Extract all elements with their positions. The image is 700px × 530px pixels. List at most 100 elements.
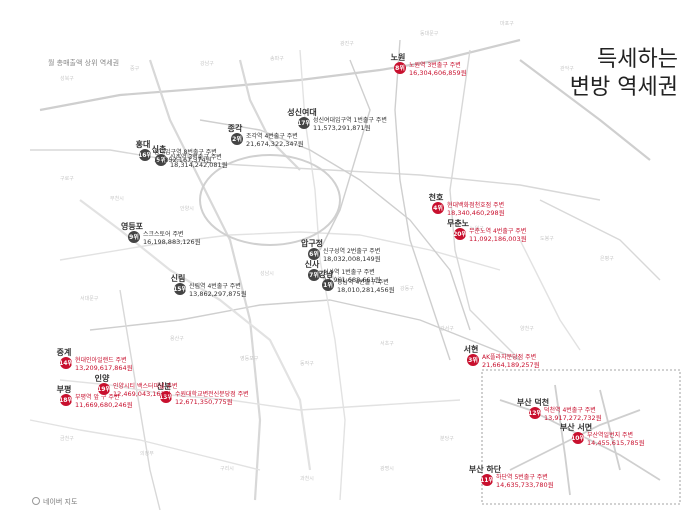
title-line-1: 득세하는: [597, 47, 678, 72]
rank-badge: [174, 283, 186, 295]
map-credit: 네이버 지도: [32, 497, 77, 507]
map-place-label: 하남시: [330, 275, 344, 282]
rank-badge: [155, 154, 167, 166]
station-value: 12,469,043,161원: [113, 389, 171, 398]
rank-badge: [60, 394, 72, 406]
title-box: 득세하는 변방 역세권: [570, 46, 678, 102]
subway-line: [519, 59, 651, 161]
station-value: 11,669,680,246원: [75, 400, 133, 409]
station-value: 12,852,167,374원: [154, 155, 212, 164]
rank-label: 3위: [468, 356, 478, 364]
rank-label: 13위: [159, 393, 173, 401]
map-place-label: 강남구: [200, 60, 214, 67]
station-name: 부산 하단: [469, 464, 502, 474]
map-place-label: 서초구: [380, 340, 394, 347]
subway-line: [119, 289, 161, 511]
station-name: 노원: [391, 52, 406, 62]
map-place-label: 마포구: [500, 20, 514, 27]
rank-badge: [432, 202, 444, 214]
rank-label: 10위: [571, 434, 585, 442]
subway-line: [79, 199, 312, 471]
busan-subway-line: [499, 399, 661, 481]
station-name: 압구정: [301, 238, 323, 248]
station-desc: 신사역 1번출구 주변: [323, 268, 375, 276]
rank-label: 5위: [156, 156, 166, 164]
map-place-label: 광명시: [380, 465, 394, 472]
rank-badge: [467, 354, 479, 366]
station-name: 무춘노: [447, 218, 470, 228]
station-value: 14,455,615,785원: [587, 438, 645, 447]
title-line-2: 변방 역세권: [569, 75, 678, 100]
station-name: 부산 덕천: [517, 397, 549, 407]
station-desc: 하단역 5번출구 주변: [496, 473, 548, 481]
station-name: 홍대: [136, 139, 151, 149]
map-place-label: 양천구: [520, 325, 534, 332]
subway-line: [89, 299, 521, 361]
rank-badge: [139, 149, 151, 161]
station-desc: 스크스토어 주변: [143, 230, 184, 238]
circle-line: [199, 154, 341, 246]
map-place-label: 안양시: [180, 205, 194, 212]
station-desc: AK플라자분당점 주변: [482, 353, 536, 361]
rank-label: 15위: [173, 285, 187, 293]
rank-badge: [308, 248, 320, 260]
subway-line: [59, 379, 461, 411]
station-value: 13,862,297,875원: [189, 289, 247, 298]
subway-line: [394, 39, 451, 361]
station-desc: 성신여대입구역 1번출구 주변: [313, 116, 387, 124]
rank-label: 17위: [297, 119, 311, 127]
station-name: 서현: [464, 344, 479, 354]
station-name: 중계: [57, 347, 72, 357]
station-name: 신촌: [152, 144, 167, 154]
subway-line: [519, 239, 581, 351]
map-place-label: 관악구: [560, 65, 574, 72]
map-place-label: 금천구: [60, 435, 74, 442]
station-desc: 신림역 4번출구 주변: [189, 282, 241, 290]
station-desc: 노원역 3번출구 주변: [409, 61, 461, 69]
subway-line: [39, 38, 521, 112]
rank-badge: [308, 269, 320, 281]
rank-badge: [98, 383, 110, 395]
rank-badge: [394, 62, 406, 74]
map-place-label: 서대문구: [80, 295, 99, 302]
rank-badge: [572, 432, 584, 444]
map-place-label: 도봉구: [540, 236, 554, 242]
busan-line-network: [499, 384, 661, 496]
subway-line: [148, 59, 262, 501]
rank-badge: [298, 117, 310, 129]
station-name: 부평: [57, 384, 72, 394]
rank-label: 1위: [323, 281, 333, 289]
map-place-label: 구로구: [60, 176, 74, 182]
subway-line: [30, 149, 601, 201]
station-value: 13,917,272,732원: [544, 413, 602, 422]
station-name: 신분: [157, 381, 172, 391]
subway-line: [199, 119, 471, 331]
station-value: 11,961,688,661원: [323, 275, 381, 284]
rank-badge: [529, 407, 541, 419]
station-value: 18,340,460,298원: [447, 208, 505, 217]
station-desc: 수원대학교변전신분당점 주변: [175, 390, 249, 398]
map-place-label: 용산구: [170, 335, 184, 342]
station-value: 21,674,322,347원: [246, 139, 304, 148]
station-desc: 부산역일번지 주변: [587, 431, 633, 439]
station-desc: 강남역 4번출구 주변: [337, 278, 389, 286]
rank-label: 20위: [453, 230, 467, 238]
station-value: 16,304,606,859원: [409, 68, 467, 77]
rank-label: 2위: [232, 135, 242, 143]
rank-label: 12위: [528, 409, 542, 417]
station-value: 18,032,008,149원: [323, 254, 381, 263]
